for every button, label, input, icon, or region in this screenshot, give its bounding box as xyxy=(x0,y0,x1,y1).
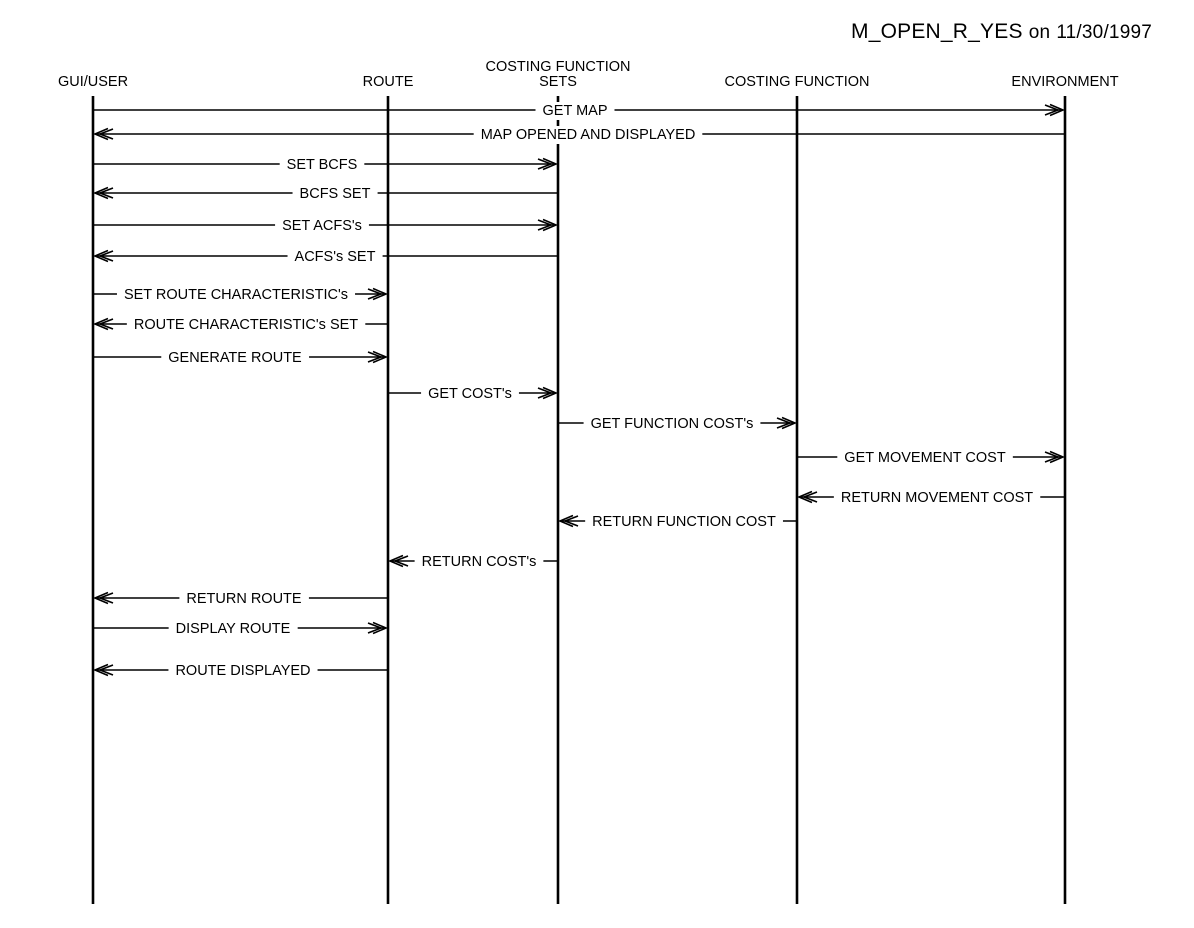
message: RETURN MOVEMENT COST xyxy=(796,489,1065,507)
message-label-bg xyxy=(161,349,310,367)
message: MAP OPENED AND DISPLAYED xyxy=(92,126,1065,144)
message: GET MAP xyxy=(93,102,1066,120)
message-label-bg xyxy=(421,385,519,403)
message-label-bg xyxy=(126,316,366,334)
arrowhead-icon xyxy=(92,249,114,263)
participant-label-env: ENVIRONMENT xyxy=(1011,74,1118,90)
message-label: BCFS SET xyxy=(300,186,371,202)
messages: GET MAP MAP OPENED AND DISPLAYED SET BCFS B… xyxy=(92,102,1066,680)
message: RETURN ROUTE xyxy=(92,590,388,608)
diagram-title: M_OPEN_R_YES on 11/30/1997 xyxy=(851,20,1152,44)
message-label: RETURN MOVEMENT COST xyxy=(841,490,1033,506)
message-label: SET ROUTE CHARACTERISTIC's xyxy=(124,287,348,303)
arrowhead-icon xyxy=(92,591,114,605)
arrowhead-icon xyxy=(92,663,114,677)
message: SET ACFS's xyxy=(93,217,559,235)
message-label-bg xyxy=(116,286,356,304)
message-label-bg xyxy=(833,489,1041,507)
participant-label-cf: COSTING FUNCTION xyxy=(725,74,870,90)
message-label-bg xyxy=(473,126,703,144)
arrowhead-icon xyxy=(1044,450,1066,464)
message-label-bg xyxy=(837,449,1013,467)
arrowhead-icon xyxy=(367,287,389,301)
message: RETURN COST's xyxy=(387,553,558,571)
message-label: GENERATE ROUTE xyxy=(168,350,302,366)
message-label: RETURN COST's xyxy=(422,554,537,570)
message-label-bg xyxy=(583,415,761,433)
message: GET MOVEMENT COST xyxy=(797,449,1066,467)
message: SET ROUTE CHARACTERISTIC's xyxy=(93,286,389,304)
message: SET BCFS xyxy=(93,156,559,174)
arrowhead-icon xyxy=(92,127,114,141)
message-label: GET COST's xyxy=(428,386,512,402)
participant-label-route: ROUTE xyxy=(363,74,414,90)
arrowhead-icon xyxy=(776,416,798,430)
message-label-bg xyxy=(279,156,365,174)
arrowhead-icon xyxy=(537,386,559,400)
message-label: ROUTE CHARACTERISTIC's SET xyxy=(134,317,358,333)
arrowhead-icon xyxy=(367,350,389,364)
arrowhead-icon xyxy=(1044,103,1066,117)
title-date: 11/30/1997 xyxy=(1056,22,1152,43)
message-label: RETURN ROUTE xyxy=(186,591,302,607)
message: ROUTE DISPLAYED xyxy=(92,662,388,680)
title-name: M_OPEN_R_YES xyxy=(851,20,1023,43)
lifelines xyxy=(91,96,1067,904)
message-label-bg xyxy=(292,185,378,203)
arrowhead-icon xyxy=(537,157,559,171)
message-label: SET BCFS xyxy=(287,157,358,173)
message-label-bg xyxy=(287,248,383,266)
message: GET COST's xyxy=(388,385,559,403)
arrowhead-icon xyxy=(92,186,114,200)
message-label-bg xyxy=(535,102,615,120)
message: DISPLAY ROUTE xyxy=(93,620,389,638)
message: RETURN FUNCTION COST xyxy=(557,513,797,531)
arrowhead-icon xyxy=(92,317,114,331)
message: ACFS's SET xyxy=(92,248,558,266)
message-label: SET ACFS's xyxy=(282,218,362,234)
message-label-bg xyxy=(414,553,544,571)
message-label-bg xyxy=(179,590,309,608)
message: BCFS SET xyxy=(92,185,558,203)
arrowhead-icon xyxy=(537,218,559,232)
arrowhead-icon xyxy=(367,621,389,635)
message-label-bg xyxy=(168,662,318,680)
participant-label-gui: GUI/USER xyxy=(58,74,128,90)
message: GET FUNCTION COST's xyxy=(558,415,798,433)
message-label-bg xyxy=(585,513,783,531)
participant-label-cfs: COSTING FUNCTION xyxy=(486,59,631,75)
message-label: ACFS's SET xyxy=(295,249,376,265)
title-on-word: on xyxy=(1028,22,1051,43)
message-label: DISPLAY ROUTE xyxy=(176,621,291,637)
message-label: ROUTE DISPLAYED xyxy=(175,663,310,679)
message-label: GET MOVEMENT COST xyxy=(844,450,1006,466)
arrowhead-icon xyxy=(557,514,579,528)
message: ROUTE CHARACTERISTIC's SET xyxy=(92,316,388,334)
message-label: MAP OPENED AND DISPLAYED xyxy=(481,127,696,143)
participant-label-cfs: SETS xyxy=(539,74,577,90)
message-label: GET FUNCTION COST's xyxy=(591,416,754,432)
arrowhead-icon xyxy=(796,490,818,504)
message: GENERATE ROUTE xyxy=(93,349,389,367)
message-label: RETURN FUNCTION COST xyxy=(592,514,776,530)
message-label: GET MAP xyxy=(543,103,608,119)
arrowhead-icon xyxy=(387,554,409,568)
message-label-bg xyxy=(168,620,298,638)
message-label-bg xyxy=(275,217,369,235)
